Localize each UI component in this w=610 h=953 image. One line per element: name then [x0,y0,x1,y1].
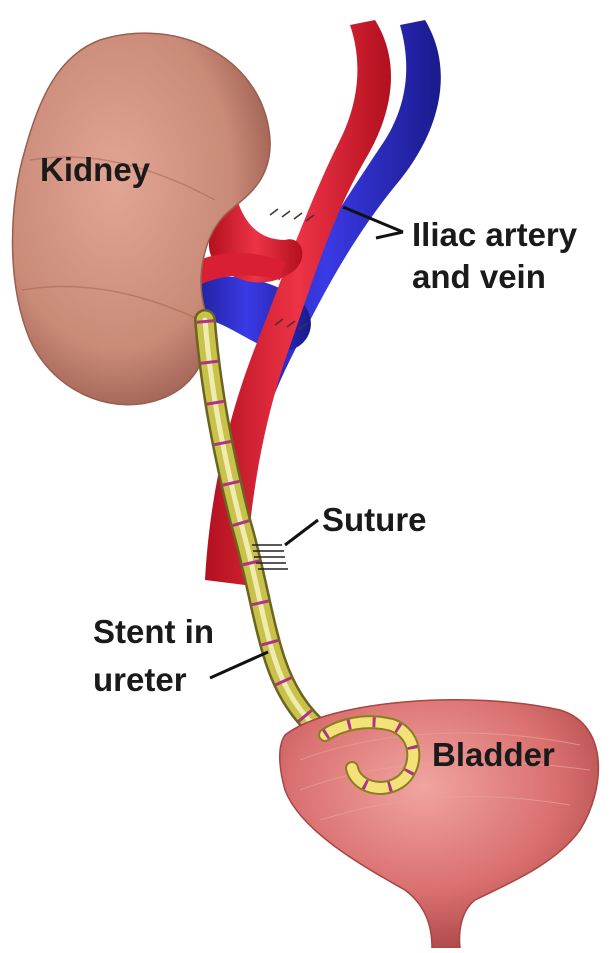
stent-leader [210,652,268,678]
iliac-leader-vein [376,232,403,238]
iliac-label-line2: and vein [412,257,546,297]
suture-leader [285,520,318,545]
iliac-label-line1: Iliac artery [412,215,577,255]
kidney-label: Kidney [40,150,150,190]
stent-label-line2: ureter [93,660,187,700]
stent-label-line1: Stent in [93,612,214,652]
suture-label: Suture [322,500,427,540]
bladder-label: Bladder [432,735,555,775]
